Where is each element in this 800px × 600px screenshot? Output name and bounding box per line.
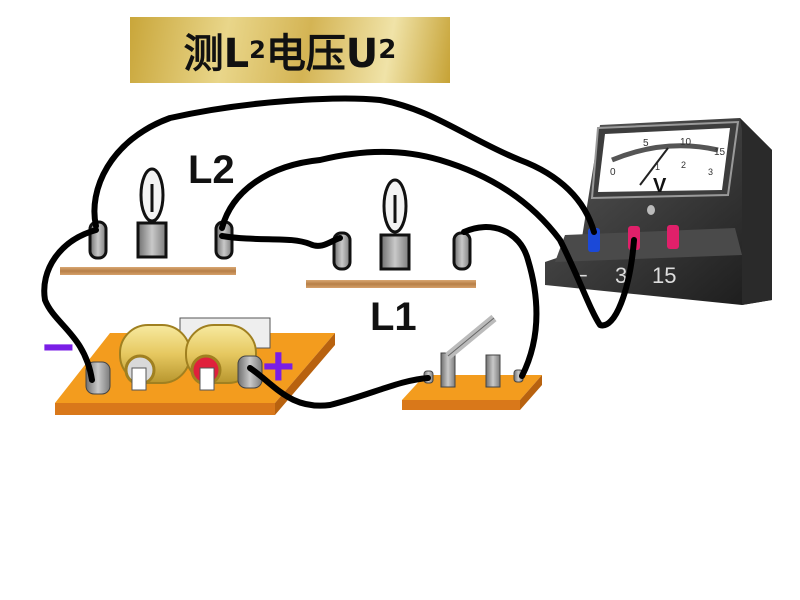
title-middle: 电压U xyxy=(265,31,379,77)
lamp1-terminal-left[interactable] xyxy=(332,231,352,271)
voltmeter-side xyxy=(740,118,772,305)
wires xyxy=(41,95,637,409)
wire-lamp2-to-lamp1[interactable] xyxy=(219,233,343,249)
battery-contact xyxy=(131,367,147,391)
lamp-l1[interactable] xyxy=(332,178,472,271)
voltmeter-scale-arc xyxy=(611,143,719,163)
scale-tick-1: 1 xyxy=(655,162,660,172)
battery-terminal-positive[interactable] xyxy=(237,355,263,389)
zero-adjust-screw-icon[interactable] xyxy=(647,205,655,215)
lamp1-label: L1 xyxy=(370,295,417,339)
lamp1-base xyxy=(306,280,476,288)
title-l-subscript: 2 xyxy=(249,36,266,64)
battery-contact xyxy=(199,367,215,391)
switch-board-side xyxy=(520,375,542,410)
terminal-negative[interactable] xyxy=(588,228,600,252)
battery-board-side xyxy=(275,333,335,415)
switch-board-front xyxy=(402,400,520,410)
lamp2-label: L2 xyxy=(188,148,235,192)
lamp2-socket xyxy=(136,221,168,259)
wire-battery-positive-to-switch[interactable] xyxy=(247,365,431,409)
negative-sign-icon: − xyxy=(42,315,75,378)
voltmeter: 0 5 10 15 1 2 3 V − 3 15 xyxy=(545,118,772,305)
wire-lamp2-right-to-voltmeter-3v[interactable] xyxy=(219,148,637,329)
switch-contact-post xyxy=(485,354,501,388)
voltmeter-needle xyxy=(639,147,669,186)
title-u-subscript: 2 xyxy=(378,35,397,65)
scale-tick-10: 10 xyxy=(680,137,692,148)
wire-lamp2-to-battery-negative[interactable] xyxy=(41,227,99,383)
lamp2-base xyxy=(60,267,236,275)
battery-board-front xyxy=(55,403,275,415)
scale-tick-5: 5 xyxy=(643,138,649,149)
scale-tick-3: 3 xyxy=(708,167,713,177)
scale-tick-0: 0 xyxy=(610,167,616,178)
wire-lamp2-left-to-voltmeter-negative[interactable] xyxy=(91,95,597,235)
knife-switch[interactable] xyxy=(402,314,542,410)
battery-pack xyxy=(55,317,335,415)
positive-sign-icon: + xyxy=(262,334,295,397)
voltmeter-dial xyxy=(598,128,730,192)
terminal-15v[interactable] xyxy=(667,225,679,249)
scale-tick-15: 15 xyxy=(714,147,726,158)
wire-lamp1-to-switch[interactable] xyxy=(461,224,540,379)
switch-board-top xyxy=(402,375,542,400)
lamp1-socket xyxy=(379,233,411,271)
title-prefix: 测L xyxy=(183,31,250,77)
voltmeter-terminal-panel xyxy=(555,228,742,262)
terminal-label-15: 15 xyxy=(652,263,676,288)
terminal-label-3: 3 xyxy=(615,263,627,288)
switch-hinge-post xyxy=(440,352,456,388)
switch-blade-edge xyxy=(447,317,495,357)
scale-tick-2: 2 xyxy=(681,160,686,170)
lamp1-terminal-right[interactable] xyxy=(452,231,472,271)
voltmeter-unit: V xyxy=(653,175,667,197)
